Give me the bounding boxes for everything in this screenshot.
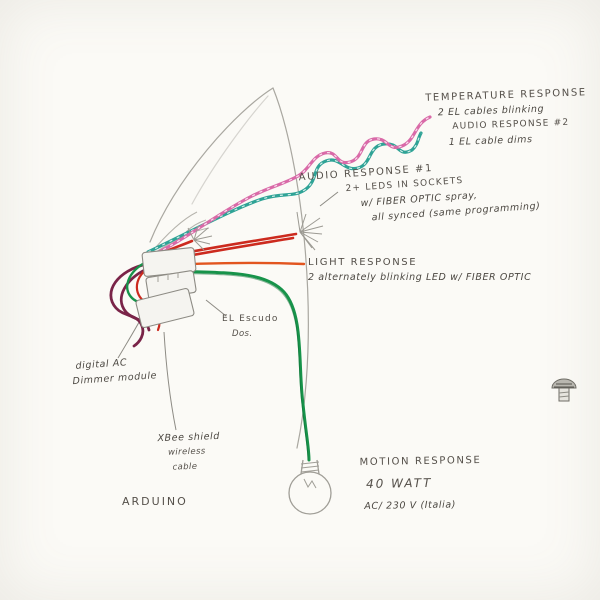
- el-escudo-line1: EL Escudo: [222, 314, 279, 324]
- wire-el-teal: [146, 131, 423, 254]
- annotation-arduino: ARDUINO: [122, 494, 188, 509]
- lamp-shade-outline: [149, 87, 309, 449]
- annotation-motion-response: MOTION RESPONSE 40 WATT AC/ 230 V (Itali…: [359, 453, 482, 514]
- light-detail: 2 alternately blinking LED w/ FIBER OPTI…: [308, 272, 532, 283]
- screw-icon: [551, 378, 577, 402]
- annotation-temperature-response: TEMPERATURE RESPONSE 2 EL cables blinkin…: [425, 85, 589, 151]
- motion-wattage: 40 WATT: [365, 475, 433, 491]
- fiber-spray-right: [296, 211, 324, 251]
- annotation-xbee-shield: XBee shield wireless cable: [157, 429, 221, 476]
- annotation-dimmer-module: digital AC Dimmer module: [72, 353, 158, 389]
- annotation-el-escudo: EL Escudo Dos.: [222, 312, 279, 342]
- arduino-title: ARDUINO: [122, 495, 188, 508]
- light-bulb: [288, 459, 332, 515]
- light-title: LIGHT RESPONSE: [308, 257, 418, 268]
- motion-voltage: AC/ 230 V (Italia): [364, 499, 457, 512]
- fiber-spray-left: [187, 225, 213, 251]
- motion-title: MOTION RESPONSE: [359, 454, 482, 469]
- wire-el-pink: [147, 115, 432, 259]
- annotation-light-response: LIGHT RESPONSE 2 alternately blinking LE…: [308, 255, 531, 285]
- xbee-line3: cable: [172, 461, 198, 473]
- wire-green-power: [151, 268, 311, 462]
- xbee-line1: XBee shield: [157, 430, 221, 445]
- arduino-stack: [135, 247, 197, 329]
- el-escudo-line2: Dos.: [232, 329, 253, 339]
